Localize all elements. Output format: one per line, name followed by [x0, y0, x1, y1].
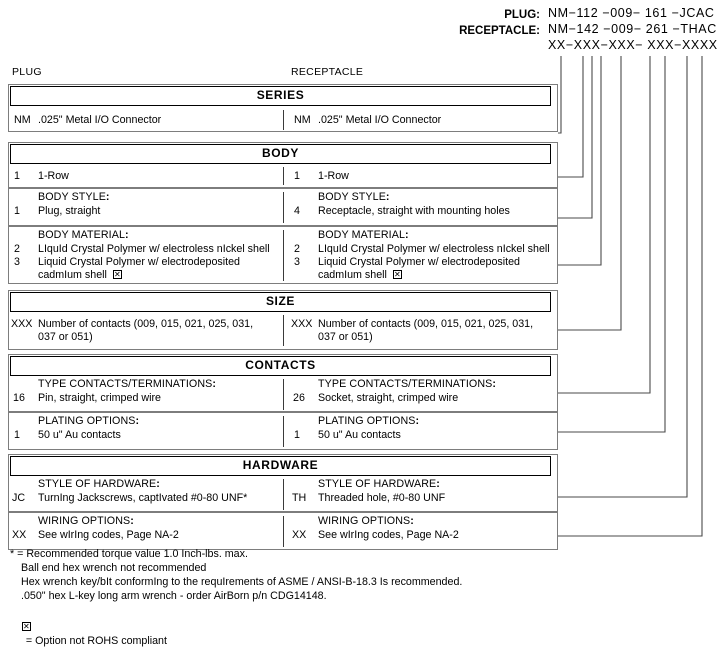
body-row-right-code: 1 — [294, 170, 300, 182]
section-banner-series: SERIES — [10, 86, 551, 106]
boxed-x-icon: ✕ — [21, 621, 31, 631]
leader-body-style — [558, 56, 593, 219]
plug-part-number-value: NM−112 −009− 161 −JCAC — [548, 6, 715, 20]
type-contacts-right-header: TYPE CONTACTS/TERMINATIONS: — [318, 378, 497, 390]
series-right-text: .025" Metal I/O Connector — [318, 114, 442, 126]
body-style-column-divider — [283, 192, 284, 223]
wiring-options-right-header: WIRING OPTIONS: — [318, 515, 414, 527]
size-right-code: XXX — [291, 318, 313, 330]
wiring-options-left-text: See wIrIng codes, Page NA-2 — [38, 529, 179, 541]
style-of-hardware-left-code: JC — [12, 492, 26, 504]
type-contacts-right-text: Socket, straight, crimped wire — [318, 392, 459, 404]
body-material-right-code-2: 3 — [294, 256, 300, 268]
style-of-hardware-right-text: Threaded hole, #0-80 UNF — [318, 492, 446, 504]
body-material-left-text-2: Liquid Crystal Polymer w/ electrodeposit… — [38, 256, 240, 282]
leader-body-row — [558, 56, 584, 178]
body-style-right-header: BODY STYLE: — [318, 191, 390, 203]
part-number-header: PLUG: NM−112 −009− 161 −JCAC RECEPTACLE:… — [0, 4, 722, 56]
leader-wiring-options — [558, 56, 703, 537]
body-material-right-text-2: Liquid Crystal Polymer w/ electrodeposit… — [318, 256, 520, 282]
type-contacts-left-code: 16 — [13, 392, 25, 404]
type-contacts-right-code: 26 — [293, 392, 305, 404]
footnote-torque-line-1: * = Recommended torque value 1.0 Inch-lb… — [10, 548, 248, 560]
receptacle-part-number-label-wrap: RECEPTACLE: — [420, 22, 540, 38]
wiring-options-right-text: See wIrIng codes, Page NA-2 — [318, 529, 459, 541]
footnote-torque-line-3: Hex wrench key/bIt conformIng to the req… — [21, 576, 463, 588]
wiring-options-left-code: XX — [12, 529, 27, 541]
type-contacts-left-text: Pin, straight, crimped wire — [38, 392, 161, 404]
leader-style-of-hardware — [558, 56, 688, 498]
style-of-hardware-left-header: STYLE OF HARDWARE: — [38, 478, 160, 490]
body-material-right-code-1: 2 — [294, 243, 300, 255]
body-row-left-code: 1 — [14, 170, 20, 182]
generic-part-number-mask: XX−XXX−XXX− XXX−XXXX — [548, 38, 718, 52]
leader-type-contacts — [558, 56, 651, 394]
leader-size — [558, 56, 622, 331]
column-header-plug: PLUG — [12, 66, 42, 78]
wiring-options-left-header: WIRING OPTIONS: — [38, 515, 134, 527]
receptacle-part-number-value: NM−142 −009− 261 −THAC — [548, 22, 717, 36]
style-of-hardware-right-header: STYLE OF HARDWARE: — [318, 478, 440, 490]
style-of-hardware-column-divider — [283, 479, 284, 510]
section-banner-hardware: HARDWARE — [10, 456, 551, 476]
section-banner-contacts: CONTACTS — [10, 356, 551, 376]
boxed-x-icon: ✕ — [392, 269, 402, 279]
series-right-code: NM — [294, 114, 311, 126]
plug-part-number-label-wrap: PLUG: — [420, 6, 540, 22]
plating-options-right-text: 50 u" Au contacts — [318, 429, 401, 441]
plug-part-number-label: PLUG: — [504, 9, 540, 21]
body-style-left-text: Plug, straight — [38, 205, 101, 217]
style-of-hardware-right-code: TH — [292, 492, 307, 504]
style-of-hardware-left-text: TurnIng Jackscrews, captIvated #0-80 UNF… — [38, 492, 248, 504]
boxed-x-icon: ✕ — [112, 269, 122, 279]
body-material-right-text-1: LIquId Crystal Polymer w/ electroless nI… — [318, 243, 550, 255]
plating-options-right-code: 1 — [294, 429, 300, 441]
body-style-left-header: BODY STYLE: — [38, 191, 110, 203]
section-banner-size: SIZE — [10, 292, 551, 312]
wiring-options-column-divider — [283, 516, 284, 547]
body-style-right-text: Receptacle, straight with mounting holes — [318, 205, 510, 217]
type-contacts-column-divider — [283, 379, 284, 410]
body-row-column-divider — [283, 167, 284, 185]
body-material-left-header: BODY MATERIAL: — [38, 229, 129, 241]
size-column-divider — [283, 315, 284, 346]
footnote-rohs-row: ✕ = Option not ROHS compliant — [10, 606, 167, 647]
footnote-torque-line-2: Ball end hex wrench not recommended — [21, 562, 207, 574]
leader-body-material — [558, 56, 602, 266]
body-material-left-code-2: 3 — [14, 256, 20, 268]
plating-options-left-header: PLATING OPTIONS: — [38, 415, 140, 427]
body-material-left-text-1: LIquId Crystal Polymer w/ electroless nI… — [38, 243, 270, 255]
size-left-code: XXX — [11, 318, 33, 330]
column-header-receptacle: RECEPTACLE — [291, 66, 364, 78]
section-banner-body: BODY — [10, 144, 551, 164]
body-row-right-text: 1-Row — [318, 170, 349, 182]
plating-options-column-divider — [283, 416, 284, 447]
receptacle-part-number-label: RECEPTACLE: — [459, 25, 540, 37]
series-left-code: NM — [14, 114, 31, 126]
series-left-text: .025" Metal I/O Connector — [38, 114, 162, 126]
size-right-text: Number of contacts (009, 015, 021, 025, … — [318, 318, 534, 344]
plating-options-left-code: 1 — [14, 429, 20, 441]
body-material-column-divider — [283, 230, 284, 281]
plating-options-left-text: 50 u" Au contacts — [38, 429, 121, 441]
size-left-text: Number of contacts (009, 015, 021, 025, … — [38, 318, 254, 344]
body-style-left-code: 1 — [14, 205, 20, 217]
footnote-rohs-text: = Option not ROHS compliant — [25, 635, 167, 647]
plating-options-right-header: PLATING OPTIONS: — [318, 415, 420, 427]
series-column-divider — [283, 110, 284, 130]
body-row-left-text: 1-Row — [38, 170, 69, 182]
leader-plating-options — [558, 56, 666, 433]
type-contacts-left-header: TYPE CONTACTS/TERMINATIONS: — [38, 378, 217, 390]
body-material-right-header: BODY MATERIAL: — [318, 229, 409, 241]
body-material-left-code-1: 2 — [14, 243, 20, 255]
body-style-right-code: 4 — [294, 205, 300, 217]
leader-series — [558, 56, 562, 134]
footnote-torque-line-4: .050" hex L-key long arm wrench - order … — [21, 590, 327, 602]
wiring-options-right-code: XX — [292, 529, 307, 541]
